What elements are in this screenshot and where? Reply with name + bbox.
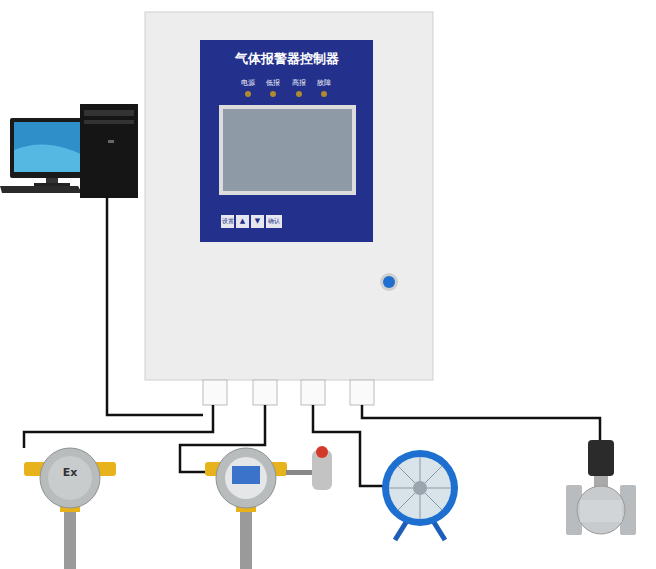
indicator-label: 低报	[261, 79, 285, 88]
indicator-label: 电源	[236, 79, 260, 88]
controller-cabinet	[145, 12, 433, 405]
ex-mark: Ex	[48, 466, 92, 479]
computer	[0, 104, 138, 198]
solenoid-valve	[566, 440, 636, 535]
detector-box: Ex	[18, 448, 122, 512]
exhaust-fan	[382, 450, 458, 540]
controller-box: 气体报警器控制器	[145, 12, 433, 405]
panel-title: 气体报警器控制器	[200, 50, 373, 68]
button-label: 确认	[266, 217, 282, 225]
wires	[107, 196, 600, 486]
button-label: 设置	[221, 217, 234, 225]
button-label: ▼	[251, 217, 264, 226]
indicator-label: 高报	[287, 79, 311, 88]
indicator-label: 故障	[312, 79, 336, 88]
explosion-proof-detector	[24, 448, 116, 569]
display-detector	[205, 446, 332, 569]
button-label: ▲	[236, 217, 249, 226]
signal-wire	[24, 405, 213, 448]
